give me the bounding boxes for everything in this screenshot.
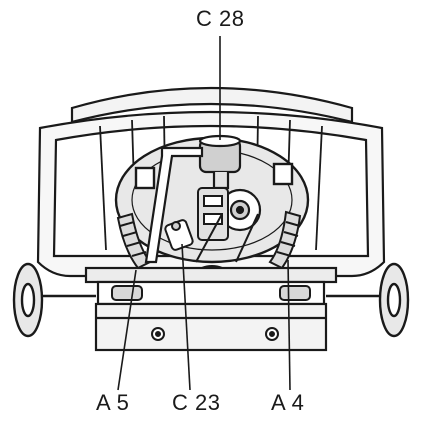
leader-right: [287, 259, 291, 391]
heater-box-right: [279, 285, 311, 301]
intake-pipe: [144, 146, 204, 264]
bumper-bolts: [151, 327, 279, 341]
rear-frame: [84, 266, 338, 352]
drive-belt: [195, 213, 259, 263]
hose-right: [268, 210, 302, 270]
callout-label-left: A 5: [96, 390, 130, 415]
heater-box-left: [111, 285, 143, 301]
wheel-right: [378, 262, 410, 338]
leader-center: [181, 243, 191, 391]
callout-label-top: C 28: [196, 6, 245, 31]
callout-label-center: C 23: [172, 390, 221, 415]
coil: [164, 219, 194, 251]
callout-label-right: A 4: [271, 390, 305, 415]
carburetor: [197, 187, 229, 241]
leader-left: [117, 269, 137, 391]
leader-lines: [117, 36, 291, 391]
wheel-left: [12, 262, 44, 338]
